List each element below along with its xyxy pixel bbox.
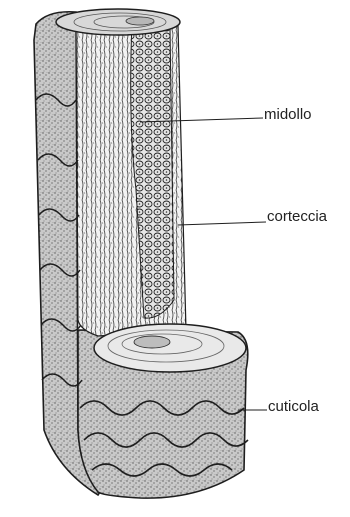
medulla-label: midollo (264, 106, 312, 123)
top-cross-section (56, 9, 180, 35)
cortex-label: corteccia (267, 208, 327, 225)
cuticle-label: cuticola (268, 398, 319, 415)
cortex-leader-line (178, 222, 266, 225)
lower-cross-section (94, 324, 246, 372)
